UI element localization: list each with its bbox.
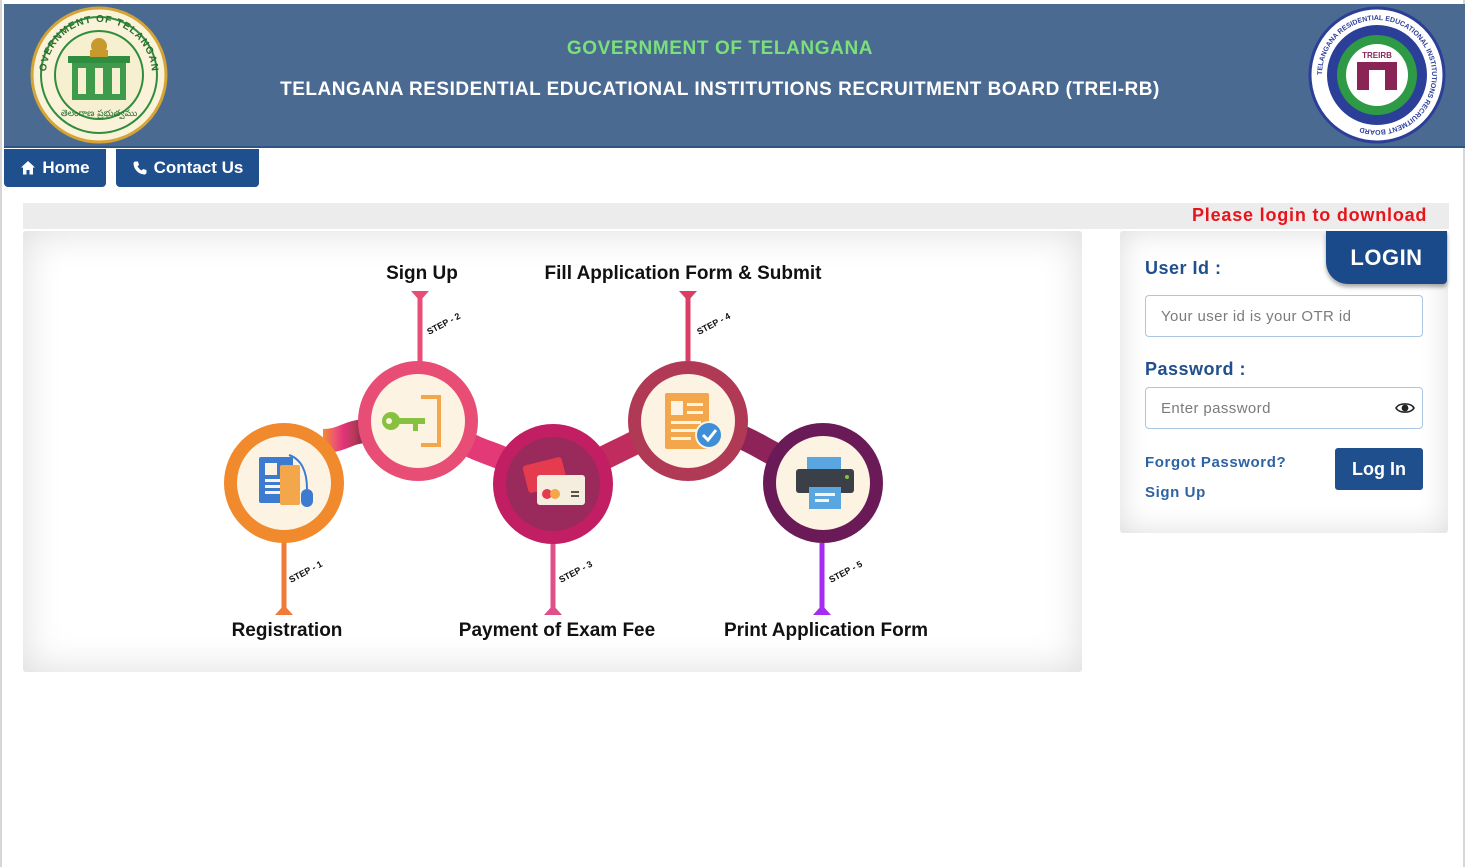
- notice-text[interactable]: Please login to download: [1192, 205, 1428, 225]
- government-title: GOVERNMENT OF TELANGANA: [566, 38, 874, 59]
- telangana-emblem-icon: GOVERNMENT OF TELANGANA తెలంగాణ ప్రభుత్వ…: [30, 6, 168, 144]
- step-3-title: Payment of Exam Fee: [459, 620, 655, 641]
- sign-up-link[interactable]: Sign Up: [1145, 484, 1206, 501]
- step-3-tag: STEP - 3: [557, 559, 594, 585]
- notice-marquee: Please login to download: [23, 203, 1449, 229]
- printer-icon: [796, 457, 854, 509]
- step-2-tag: STEP - 2: [425, 311, 462, 337]
- key-icon: [382, 395, 441, 447]
- steps-infographic: STEP - 1 Registration STEP - 2 Sign Up: [224, 263, 928, 641]
- step-1-tag: STEP - 1: [287, 559, 324, 585]
- login-tag: LOGIN: [1326, 231, 1447, 284]
- step-5-tag: STEP - 5: [827, 559, 864, 585]
- step-1: STEP - 1 Registration: [224, 423, 344, 641]
- log-in-button[interactable]: Log In: [1335, 448, 1423, 490]
- login-panel: LOGIN User Id : Password : Forgot Passwo…: [1120, 231, 1448, 533]
- step-2: STEP - 2 Sign Up: [358, 263, 478, 481]
- credit-card-icon: [522, 457, 585, 505]
- step-4-title: Fill Application Form & Submit: [545, 263, 823, 284]
- svg-text:TREIRB: TREIRB: [1362, 51, 1392, 60]
- step-2-title: Sign Up: [386, 263, 458, 284]
- nav-home-button[interactable]: Home: [4, 149, 106, 187]
- user-id-input[interactable]: [1145, 295, 1423, 337]
- user-id-label: User Id :: [1145, 258, 1222, 278]
- nav-contact-label: Contact Us: [153, 158, 244, 177]
- step-5-title: Print Application Form: [724, 620, 928, 641]
- board-title: TELANGANA RESIDENTIAL EDUCATIONAL INSTIT…: [280, 79, 1160, 100]
- show-password-eye-icon[interactable]: [1395, 401, 1415, 415]
- password-input[interactable]: [1145, 387, 1423, 429]
- nav-contact-button[interactable]: Contact Us: [116, 149, 259, 187]
- nav-home-label: Home: [42, 158, 90, 177]
- step-1-title: Registration: [232, 620, 343, 641]
- site-header: GOVERNMENT OF TELANGANA తెలంగాణ ప్రభుత్వ…: [4, 4, 1465, 148]
- password-label: Password :: [1145, 359, 1247, 379]
- step-4-tag: STEP - 4: [695, 311, 732, 337]
- forgot-password-link[interactable]: Forgot Password?: [1145, 454, 1287, 471]
- phone-icon: [133, 161, 147, 175]
- application-steps-panel: STEP - 1 Registration STEP - 2 Sign Up: [23, 231, 1082, 672]
- home-icon: [21, 161, 36, 175]
- svg-text:తెలంగాణ ప్రభుత్వము: తెలంగాణ ప్రభుత్వము: [61, 109, 138, 120]
- step-3: STEP - 3 Payment of Exam Fee: [459, 424, 655, 641]
- treirb-logo-icon: TELANGANA RESIDENTIAL EDUCATIONAL INSTIT…: [1308, 6, 1446, 144]
- form-check-icon: [665, 393, 723, 449]
- registration-icon: [259, 454, 313, 507]
